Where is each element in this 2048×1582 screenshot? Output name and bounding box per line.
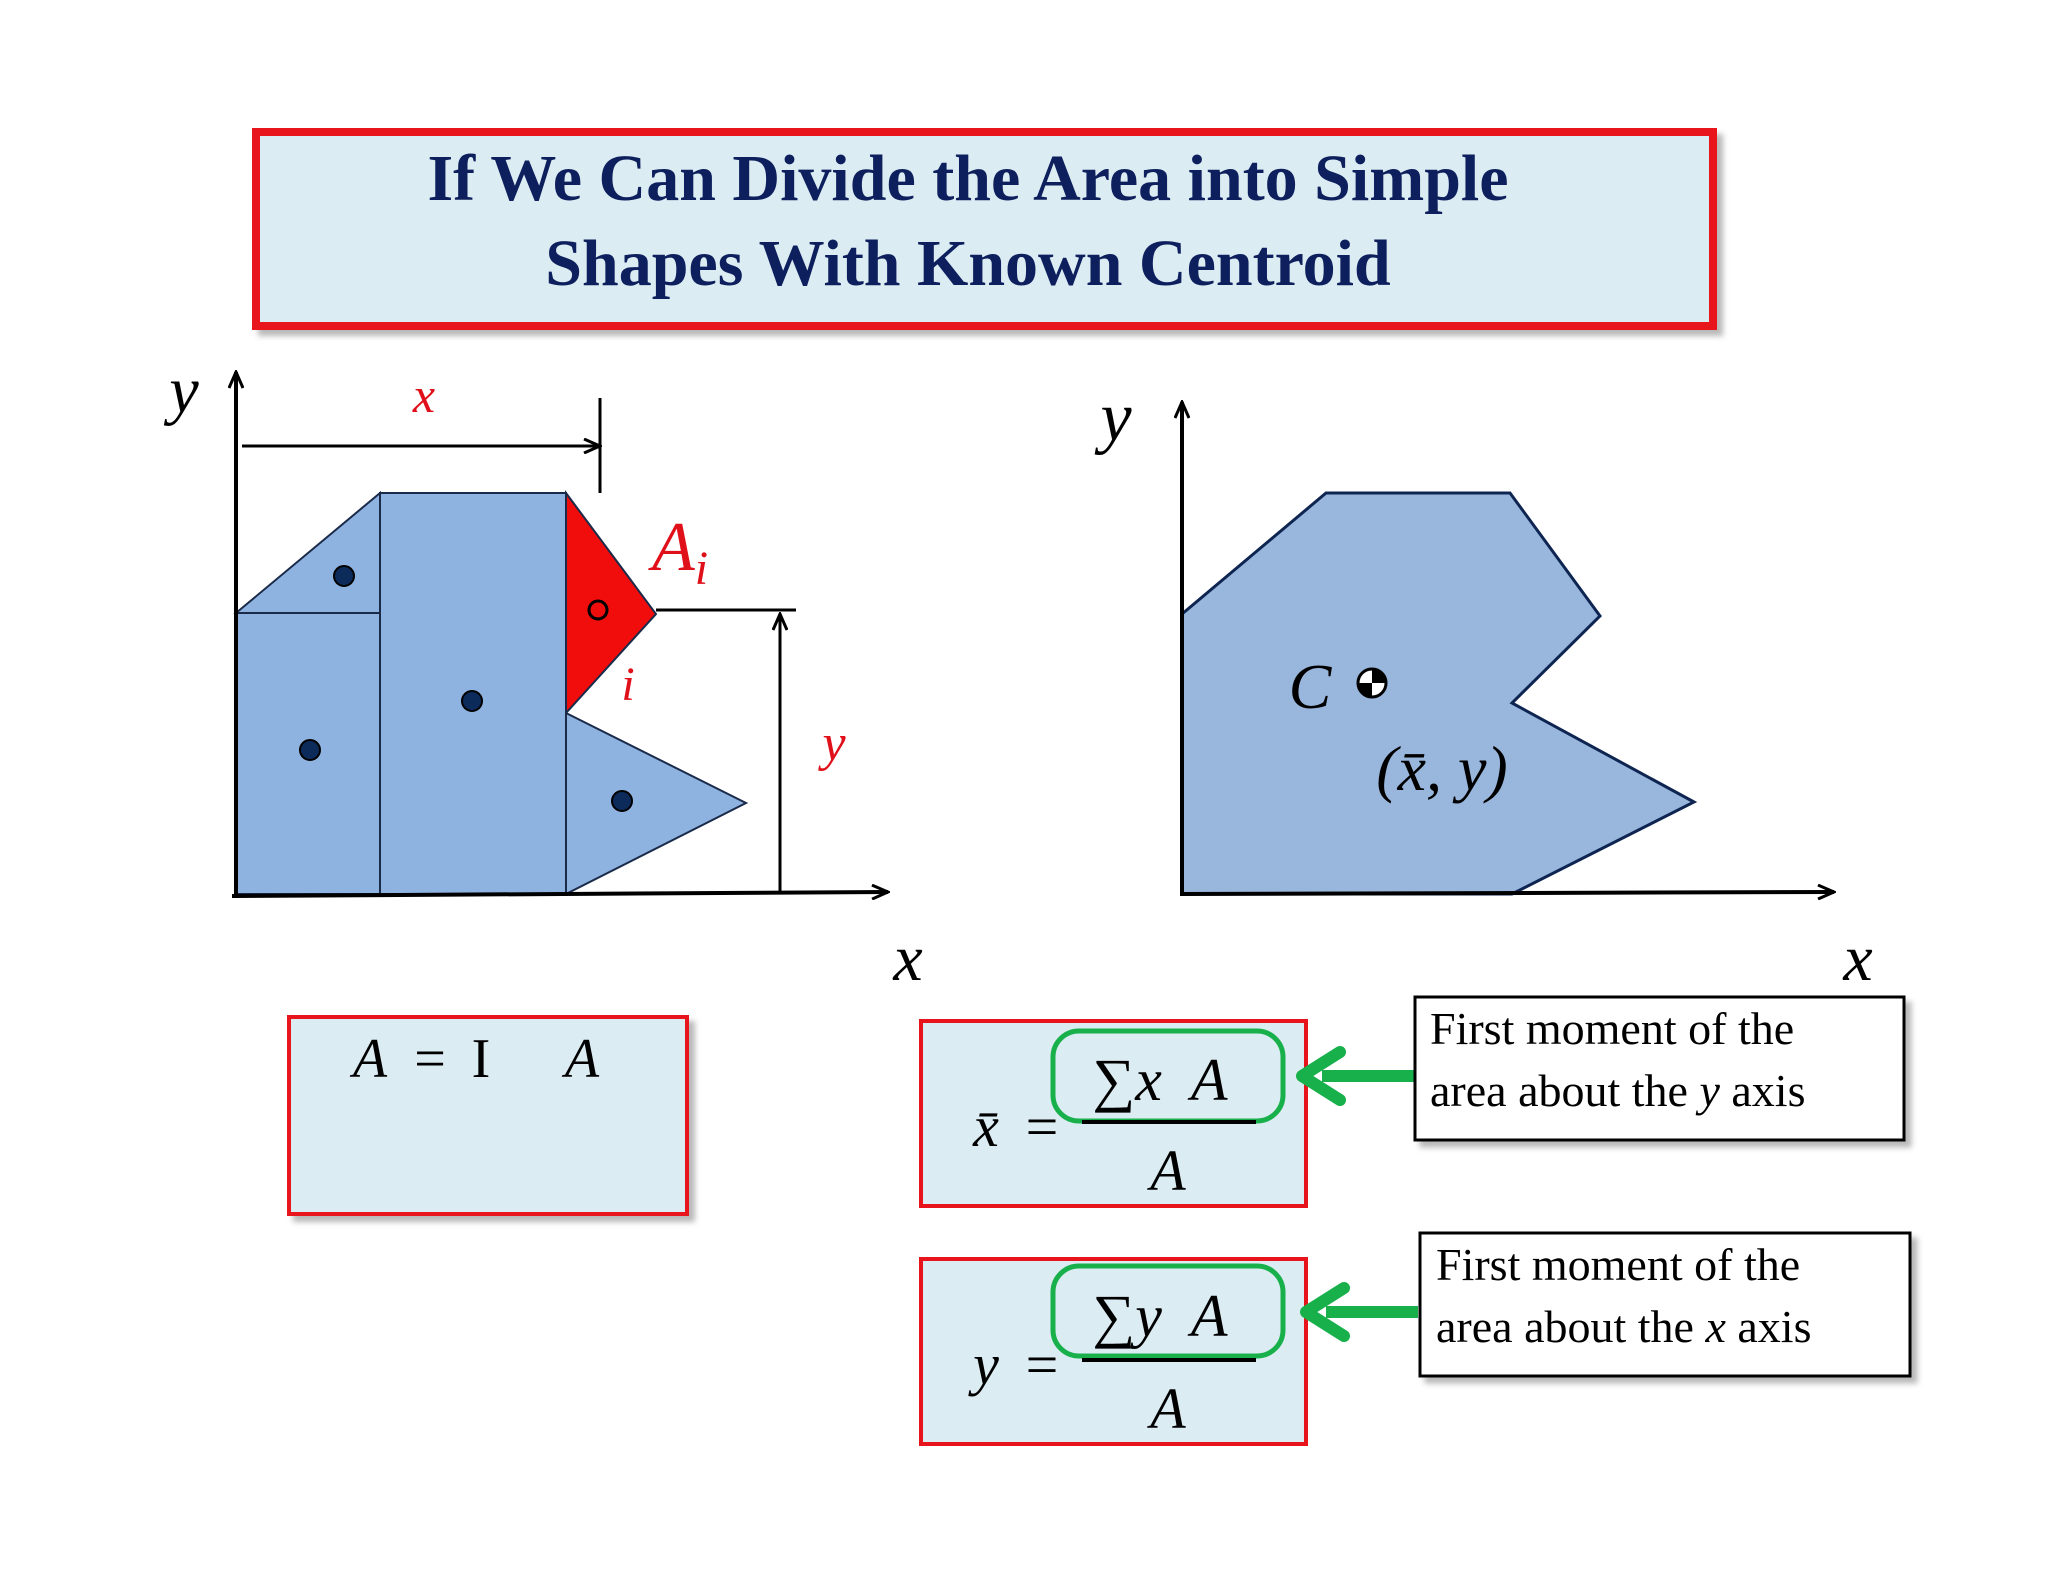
note-x-line-2-post: axis (1726, 1301, 1812, 1352)
area-formula-eq: = (414, 1028, 446, 1090)
area-element-i (565, 489, 658, 716)
ybar-denominator: A (1146, 1376, 1186, 1441)
note-x-line-2: area about the x axis (1436, 1301, 1812, 1352)
centroid-dot (611, 790, 633, 812)
area-formula-rhs: A (561, 1028, 600, 1090)
left-diagram: x y y x Ai i (163, 354, 922, 995)
ybar-lhs: y (968, 1332, 999, 1397)
ybar-formula-box: ∑y A A y = (919, 1257, 1308, 1446)
area-formula-box: A = I A (287, 1015, 689, 1216)
note-x-line-1: First moment of the (1436, 1239, 1800, 1290)
area-label-sub: i (695, 542, 708, 595)
note-x-line-2-var: x (1704, 1301, 1726, 1352)
xbar-eq: = (1026, 1094, 1059, 1159)
centroid-dot (333, 565, 355, 587)
x-dimension-label: x (412, 367, 435, 423)
area-label-main: A (648, 509, 695, 586)
right-diagram: C (x̄, y) y x (1094, 379, 1872, 995)
xbar-numerator: ∑x A (1093, 1047, 1228, 1113)
ybar-numerator: ∑y A (1093, 1283, 1228, 1349)
ybar-numerator-highlight (1050, 1263, 1286, 1359)
area-formula-lhs: A (349, 1028, 388, 1090)
note-x-line-2-pre: area about the (1436, 1301, 1705, 1352)
centroid-coordinates: (x̄, y) (1376, 733, 1507, 804)
note-first-moment-x-axis: First moment of the area about the x axi… (1418, 1231, 1912, 1378)
right-x-axis (1179, 892, 1834, 894)
left-x-axis-label: x (892, 922, 922, 995)
note-y-line-2-post: axis (1720, 1065, 1806, 1116)
part-label-i: i (621, 658, 634, 711)
area-label-ai: Ai (648, 509, 708, 595)
note-y-line-2-var: y (1695, 1065, 1720, 1116)
note-first-moment-y-axis: First moment of the area about the y axi… (1413, 995, 1906, 1142)
ybar-eq: = (1026, 1332, 1059, 1397)
note-y-line-2-pre: area about the (1430, 1065, 1699, 1116)
area-formula-op: I (472, 1028, 491, 1090)
title-box: If We Can Divide the Area into Simple Sh… (252, 128, 1717, 330)
xbar-formula-box: ∑x A A x̄ = (919, 1019, 1308, 1208)
note-y-line-2: area about the y axis (1430, 1065, 1806, 1116)
composite-shape (1180, 491, 1698, 896)
y-dimension-label: y (817, 715, 846, 772)
xbar-lhs: x̄ (972, 1094, 999, 1159)
centroid-dot (461, 690, 483, 712)
note-y-line-1: First moment of the (1430, 1003, 1794, 1054)
centroid-dot (299, 739, 321, 761)
centroid-label: C (1289, 651, 1333, 722)
right-x-axis-label: x (1842, 922, 1872, 995)
left-y-axis-label: y (163, 354, 199, 427)
left-triangle-top (233, 490, 381, 614)
green-arrow-y-moment (1296, 1046, 1414, 1106)
right-y-axis-label: y (1094, 379, 1132, 456)
xbar-denominator: A (1146, 1138, 1186, 1203)
centroid-symbol (1356, 667, 1388, 699)
title-line-1: If We Can Divide the Area into Simple (427, 142, 1508, 215)
left-triangle-bottom (565, 711, 749, 896)
green-arrow-x-moment (1300, 1282, 1418, 1342)
centroid-hollow-dot (587, 599, 609, 621)
title-line-2: Shapes With Known Centroid (545, 227, 1390, 300)
